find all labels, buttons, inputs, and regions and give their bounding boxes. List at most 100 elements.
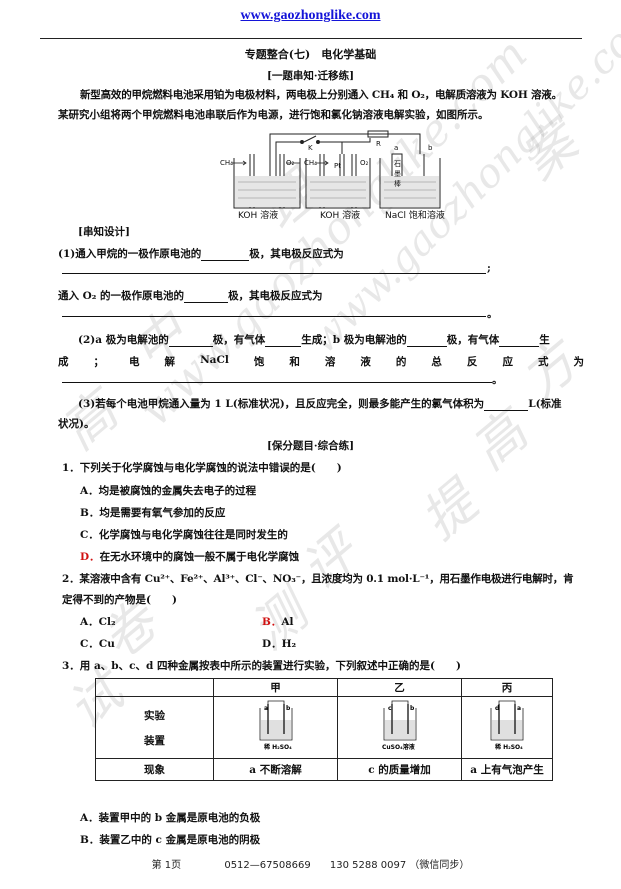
apparatus-row-label: 实验装置 bbox=[95, 696, 214, 759]
svg-text:稀 H₂SO₄: 稀 H₂SO₄ bbox=[263, 743, 292, 751]
page-number: 第 1页 bbox=[151, 860, 182, 871]
experiment-table: 甲 乙 丙 实验装置 a b 稀 H₂SO₄ c bbox=[95, 678, 553, 781]
phenomenon-cell-jia: a 不断溶解 bbox=[213, 758, 338, 781]
q3-line-2: 状况)。 bbox=[58, 418, 95, 430]
q3-line-1: (3)若每个电池甲烷通入量为 1 L(标准状况)，且反应完全，则最多能产生的氯气… bbox=[78, 396, 584, 411]
period-mark: 。 bbox=[492, 374, 503, 386]
q2-text-e: 生 bbox=[539, 334, 550, 346]
mc3-option-a[interactable]: A．装置甲中的 b 金属是原电池的负极 bbox=[80, 812, 261, 824]
svg-text:a: a bbox=[264, 705, 268, 712]
answer-blank[interactable] bbox=[265, 335, 302, 347]
electrode-a-label: a bbox=[394, 144, 398, 152]
q1-text-c: 通入 O₂ 的一极作原电池的 bbox=[58, 290, 185, 302]
q2-word: 应 bbox=[502, 356, 513, 368]
q3-text-a: (3)若每个电池甲烷通入量为 1 L(标准状况)，且反应完全，则最多能产生的氯气… bbox=[78, 398, 485, 410]
q2-word: 的 bbox=[395, 356, 407, 368]
q2-text-b: 极，有气体 bbox=[212, 334, 266, 346]
answer-blank[interactable] bbox=[499, 335, 540, 347]
switch-k-label: K bbox=[308, 144, 313, 152]
mc2-option-d[interactable]: D．H₂ bbox=[262, 638, 297, 650]
electrode-b-label: b bbox=[428, 144, 433, 152]
q2-word: 为 bbox=[573, 356, 584, 368]
q2-word: 成 bbox=[58, 356, 69, 368]
answer-blank[interactable] bbox=[484, 399, 529, 411]
q2-word: 和 bbox=[289, 356, 300, 368]
period-mark: 。 bbox=[487, 308, 498, 320]
q3-text-b: L(标准 bbox=[528, 398, 562, 410]
q1-text-b: 极，其电极反应式为 bbox=[249, 248, 344, 260]
q2-line-1: (2)a 极为电解池的极，有气体生成；b 极为电解池的极，有气体生 bbox=[78, 332, 584, 347]
table-corner-cell bbox=[95, 678, 214, 697]
apparatus-cell-bing: d a 稀 H₂SO₄ bbox=[461, 696, 553, 759]
page-footer: 第 1页 0512—67508669 130 5288 0097 （微信同步） bbox=[0, 856, 621, 871]
pt-label: Pt bbox=[334, 162, 341, 170]
q2-word: 解 bbox=[164, 356, 176, 368]
q2-word: ； bbox=[93, 356, 105, 368]
mobile-number: 130 5288 0097 bbox=[329, 860, 407, 871]
q1-methane-line: (1)通入甲烷的一极作原电池的极，其电极反应式为 bbox=[58, 246, 584, 261]
o2-label-2: O₂ bbox=[360, 159, 369, 167]
table-header-jia: 甲 bbox=[213, 678, 338, 697]
resistor-r-label: R bbox=[376, 140, 381, 148]
koh-solution-label-1: KOH 溶液 bbox=[238, 211, 279, 221]
beaker-yi: c b CuSO₄溶液 bbox=[382, 700, 416, 751]
q1-text-d: 极，其电极反应式为 bbox=[228, 290, 323, 302]
q2-word: 溶 bbox=[324, 356, 336, 368]
q2-word: NaCl bbox=[200, 354, 229, 366]
mc1-option-b[interactable]: B．均是需要有氧气参加的反应 bbox=[80, 507, 226, 519]
answer-blank[interactable] bbox=[168, 335, 213, 347]
header-divider bbox=[40, 38, 582, 39]
q2-word: 反 bbox=[466, 356, 478, 368]
watermark-char: 案 bbox=[510, 112, 589, 192]
table-header-bing: 丙 bbox=[461, 678, 553, 697]
phenomenon-cell-bing: a 上有气泡产生 bbox=[461, 758, 553, 781]
q2-word: 饱 bbox=[253, 356, 265, 368]
q2-text-c: 生成；b 极为电解池的 bbox=[301, 334, 407, 346]
q2-word: 电 bbox=[129, 356, 140, 368]
graphite-char-3: 棒 bbox=[394, 179, 401, 188]
answer-blank-line[interactable] bbox=[62, 273, 486, 274]
mc2-option-c[interactable]: C．Cu bbox=[80, 638, 115, 650]
beaker-bing: d a 稀 H₂SO₄ bbox=[490, 700, 524, 751]
phenomenon-row-label: 现象 bbox=[95, 758, 214, 781]
mc2-option-b[interactable]: B．Al bbox=[262, 616, 294, 628]
mc1-stem: 1．下列关于化学腐蚀与电化学腐蚀的说法中错误的是( ) bbox=[62, 462, 342, 474]
mc1-option-d[interactable]: D．在无水环境中的腐蚀一般不属于电化学腐蚀 bbox=[80, 551, 300, 563]
section-title: [一题串知·迁移练] bbox=[266, 70, 355, 82]
graphite-char-2: 墨 bbox=[394, 170, 401, 178]
page-title: 专题整合(七) 电化学基础 bbox=[244, 48, 377, 61]
mc2-option-a[interactable]: A．Cl₂ bbox=[80, 616, 116, 628]
apparatus-cell-jia: a b 稀 H₂SO₄ bbox=[213, 696, 338, 759]
koh-solution-label-2: KOH 溶液 bbox=[320, 211, 361, 221]
answer-blank[interactable] bbox=[406, 335, 447, 347]
svg-text:b: b bbox=[286, 705, 291, 712]
answer-blank-line[interactable] bbox=[62, 316, 486, 317]
ch4-label-1: CH₄ bbox=[220, 159, 233, 167]
mc2-stem-2: 定得不到的产物是( ) bbox=[62, 594, 177, 606]
mc1-option-a[interactable]: A．均是被腐蚀的金属失去电子的过程 bbox=[80, 485, 257, 497]
q2-word: 式 bbox=[537, 356, 549, 368]
watermark-char: 提 bbox=[410, 472, 489, 552]
site-url-link[interactable]: www.gaozhonglike.com bbox=[240, 8, 381, 23]
mc3-stem: 3．用 a、b、c、d 四种金属按表中所示的装置进行实验，下列叙述中正确的是( … bbox=[62, 660, 461, 672]
q2-word: 液 bbox=[360, 356, 371, 368]
answer-blank[interactable] bbox=[201, 249, 250, 261]
svg-text:稀 H₂SO₄: 稀 H₂SO₄ bbox=[494, 743, 523, 751]
table-header-yi: 乙 bbox=[337, 678, 462, 697]
intro-line-1: 新型高效的甲烷燃料电池采用铂为电极材料，两电极上分别通入 CH₄ 和 O₂，电解… bbox=[80, 89, 562, 101]
q2-text-d: 极，有气体 bbox=[446, 334, 500, 346]
svg-text:d: d bbox=[495, 705, 499, 712]
beaker-jia: a b 稀 H₂SO₄ bbox=[259, 700, 292, 751]
mc2-stem: 2．某溶液中含有 Cu²⁺、Fe²⁺、Al³⁺、Cl⁻、NO₃⁻，且浓度均为 0… bbox=[62, 573, 574, 585]
mc3-option-b[interactable]: B．装置乙中的 c 金属是原电池的阴极 bbox=[80, 834, 261, 846]
apparatus-cell-yi: c b CuSO₄溶液 bbox=[337, 696, 462, 759]
svg-text:c: c bbox=[388, 705, 392, 712]
mc1-option-c[interactable]: C．化学腐蚀与电化学腐蚀往往是同时发生的 bbox=[80, 529, 288, 541]
design-title: [串知设计] bbox=[78, 226, 130, 238]
electrolysis-diagram: CH₄ O₂ CH₄ O₂ Pt K R a b 石 墨 棒 bbox=[220, 130, 441, 209]
svg-text:b: b bbox=[410, 705, 415, 712]
answer-blank[interactable] bbox=[184, 291, 229, 303]
semicolon-mark: ; bbox=[487, 262, 491, 274]
answer-blank-line[interactable] bbox=[62, 382, 492, 383]
svg-text:a: a bbox=[517, 705, 521, 712]
